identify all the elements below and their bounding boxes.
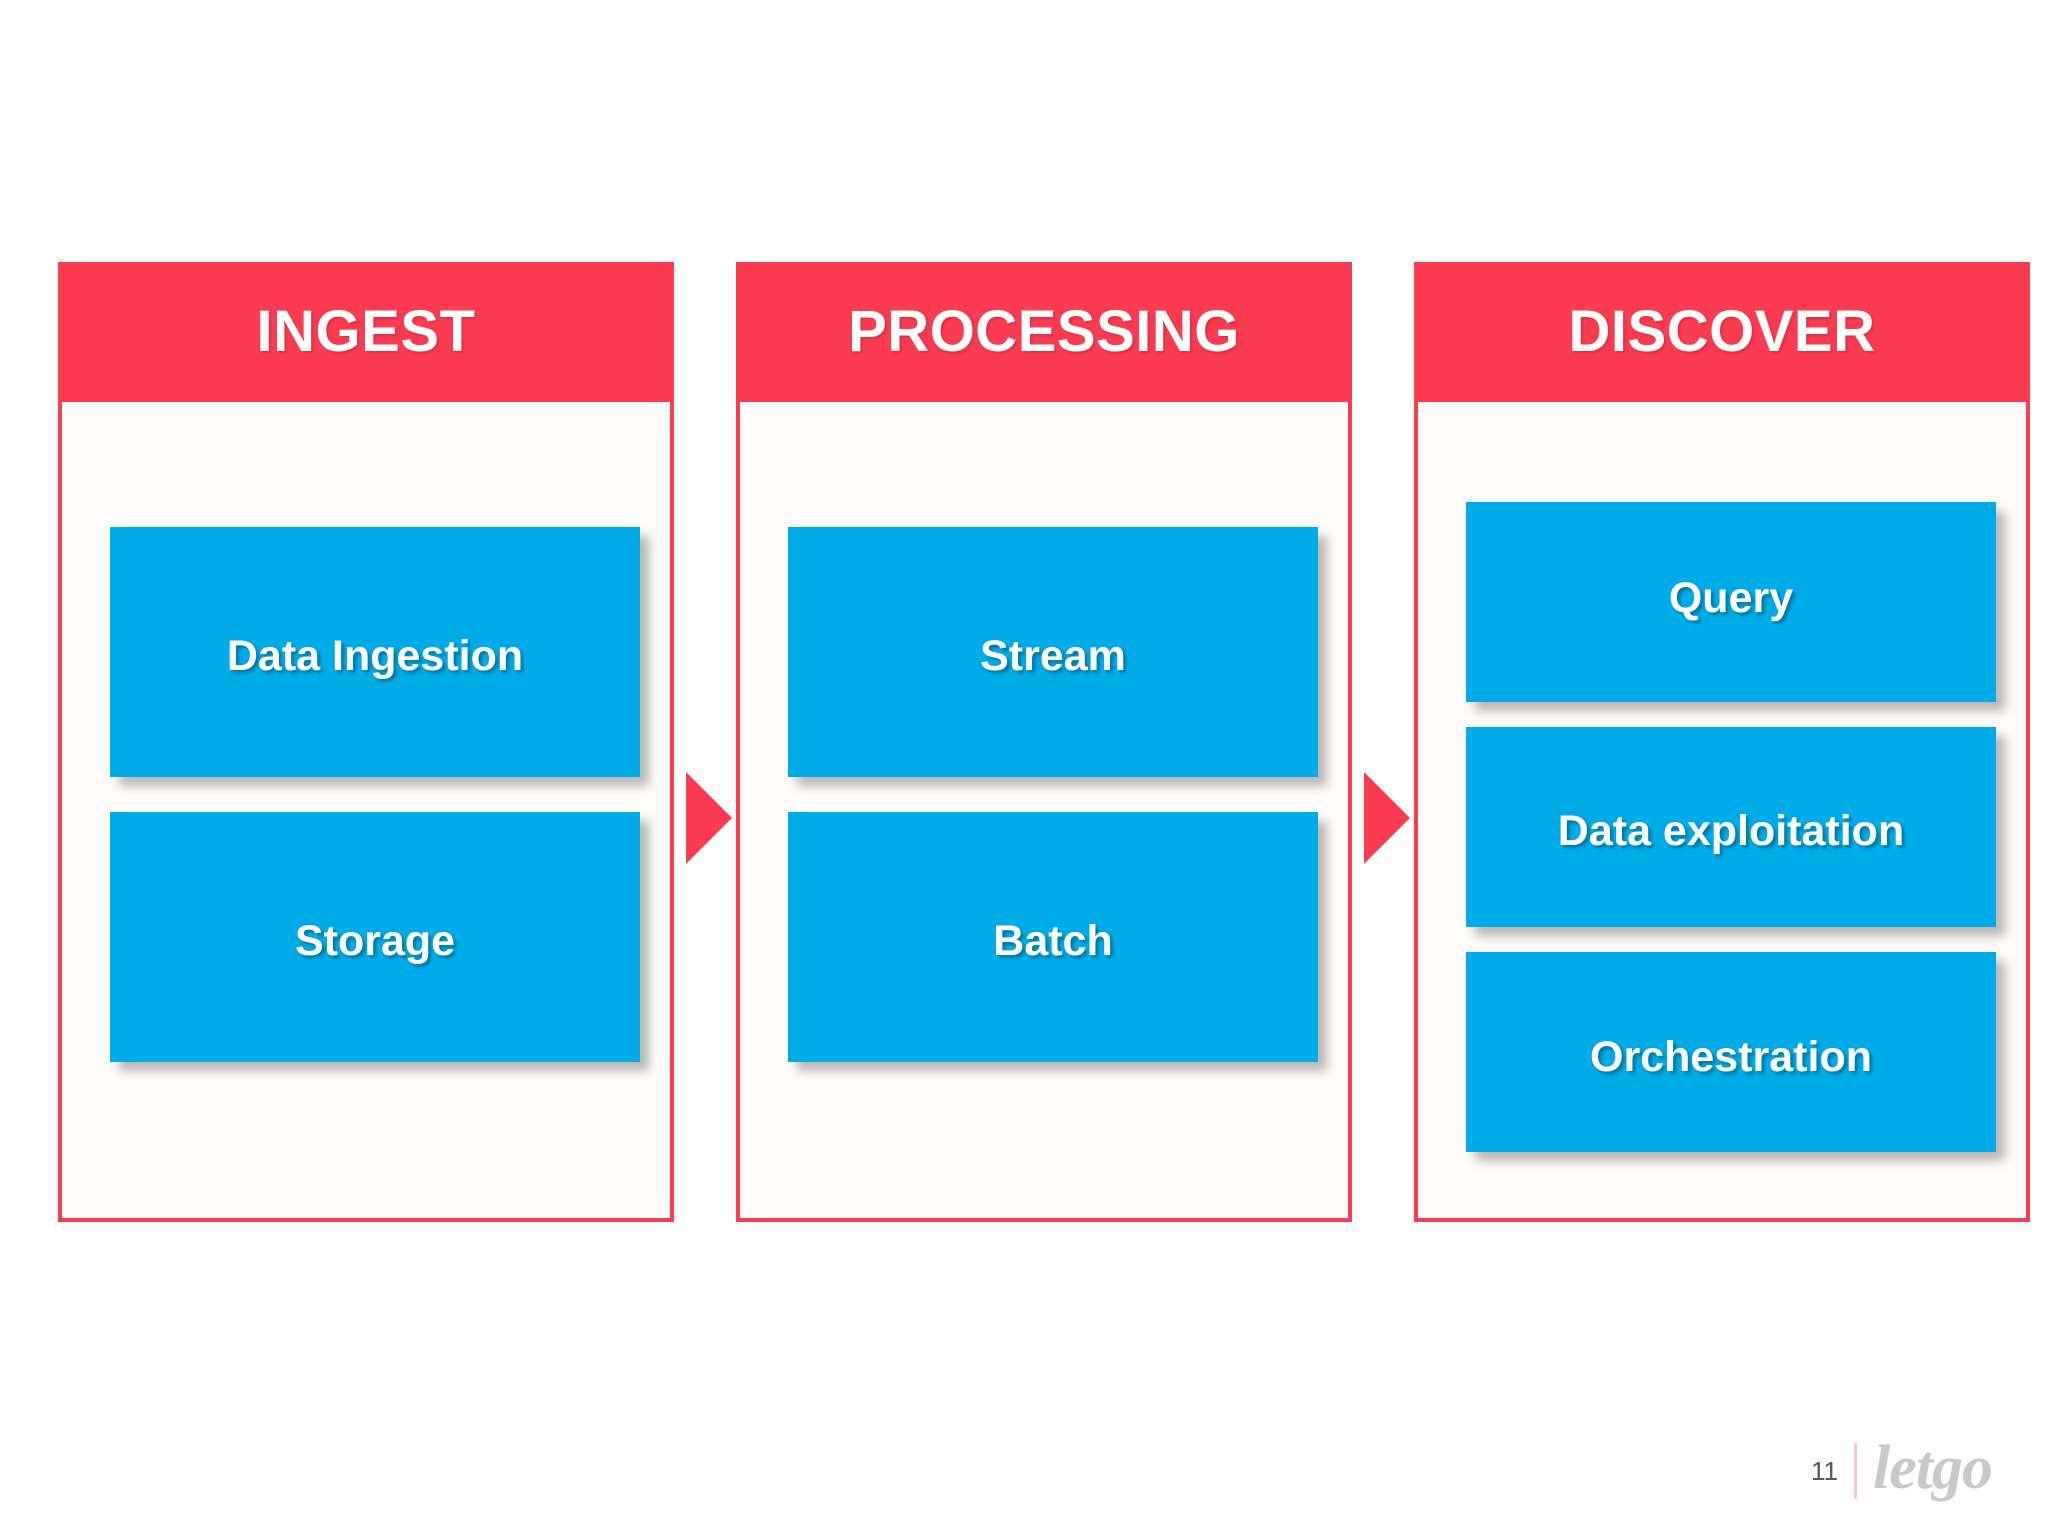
stage-items-discover: Query Data exploitation Orchestration	[1418, 402, 2026, 1218]
stage-body-ingest: Data Ingestion Storage	[58, 402, 674, 1222]
page-number: 11	[1811, 1456, 1839, 1486]
pipeline-diagram: INGEST Data Ingestion Storage PROCESSING	[58, 262, 2033, 1222]
arrow-right-icon-processing-to-discover	[1364, 772, 1410, 864]
stage-card-label: Stream	[980, 631, 1126, 680]
stage-header-label: INGEST	[256, 299, 476, 364]
stage-header-label: PROCESSING	[848, 299, 1240, 364]
footer-divider	[1854, 1443, 1858, 1499]
stage-card-data-ingestion[interactable]: Data Ingestion	[110, 527, 640, 777]
stage-card-label: Orchestration	[1590, 1032, 1872, 1081]
stage-card-label: Data exploitation	[1557, 806, 1905, 855]
stage-card-label: Storage	[294, 916, 456, 965]
arrow-right-icon-ingest-to-processing	[686, 772, 732, 864]
stage-card-label: Batch	[993, 916, 1113, 965]
pipeline-stage-discover: DISCOVER Query Data exploitation Orchest…	[1414, 262, 2030, 1222]
pipeline-stage-processing: PROCESSING Stream Batch	[736, 262, 1352, 1222]
slide-footer: 11 letgo	[1811, 1434, 1993, 1508]
stage-card-label: Data Ingestion	[226, 631, 524, 680]
stage-card-batch[interactable]: Batch	[788, 812, 1318, 1062]
stage-card-stream[interactable]: Stream	[788, 527, 1318, 777]
stage-card-storage[interactable]: Storage	[110, 812, 640, 1062]
stage-body-processing: Stream Batch	[736, 402, 1352, 1222]
stage-card-data-exploitation[interactable]: Data exploitation	[1466, 727, 1996, 927]
stage-card-query[interactable]: Query	[1466, 502, 1996, 702]
stage-items-ingest: Data Ingestion Storage	[62, 402, 670, 1218]
stage-header-ingest: INGEST	[58, 262, 674, 402]
pipeline-stage-ingest: INGEST Data Ingestion Storage	[58, 262, 674, 1222]
stage-header-label: DISCOVER	[1568, 299, 1876, 364]
stage-items-processing: Stream Batch	[740, 402, 1348, 1218]
stage-card-orchestration[interactable]: Orchestration	[1466, 952, 1996, 1152]
stage-header-discover: DISCOVER	[1414, 262, 2030, 402]
stage-body-discover: Query Data exploitation Orchestration	[1414, 402, 2030, 1222]
stage-card-label: Query	[1668, 573, 1794, 622]
stage-header-processing: PROCESSING	[736, 262, 1352, 402]
letgo-logo: letgo	[1873, 1434, 1993, 1502]
